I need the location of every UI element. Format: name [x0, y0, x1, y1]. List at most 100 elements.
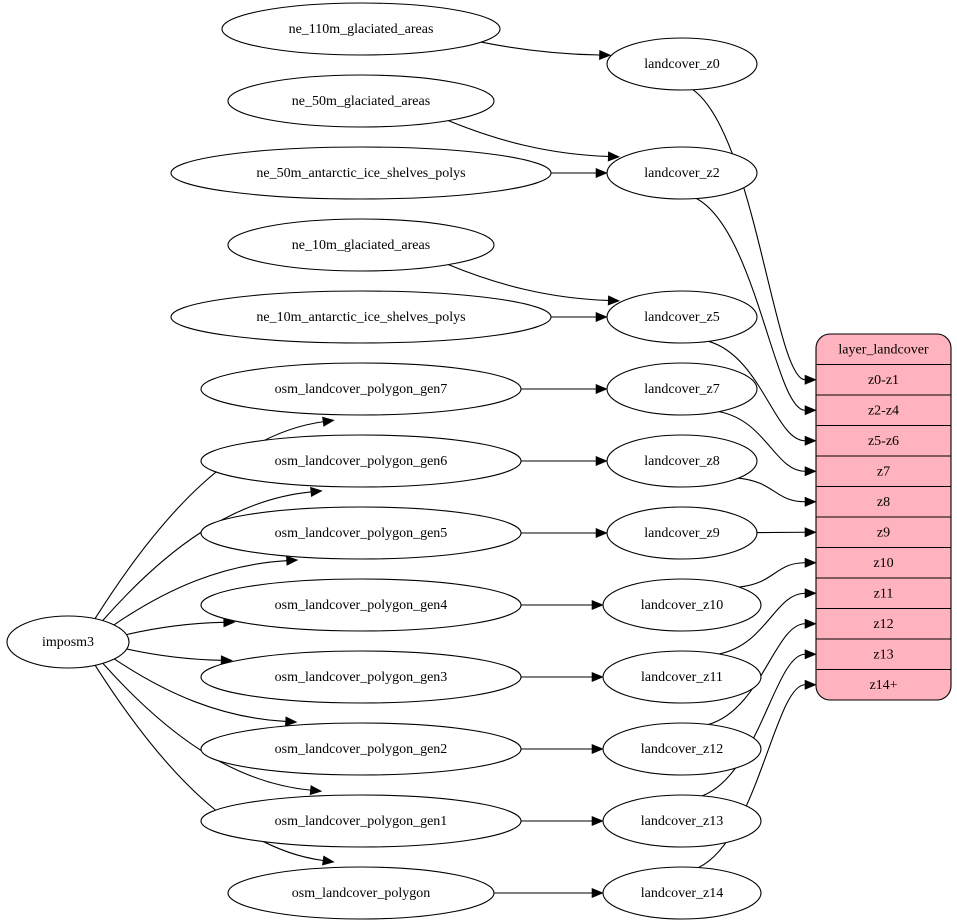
- node-osm_landcover_polygon_gen7[interactable]: osm_landcover_polygon_gen7: [200, 362, 522, 416]
- node-osm_landcover_polygon_gen2[interactable]: osm_landcover_polygon_gen2: [200, 722, 522, 776]
- edge-arrowhead: [595, 455, 608, 467]
- node-ne_50m_antarctic_ice_shelves_polys[interactable]: ne_50m_antarctic_ice_shelves_polys: [170, 146, 552, 200]
- edge-arrowhead: [804, 618, 817, 629]
- node-landcover_z9[interactable]: landcover_z9: [606, 506, 758, 560]
- edge-osm_landcover_polygon_gen4-to-landcover_z10: [521, 599, 604, 611]
- node-label: landcover_z12: [641, 742, 723, 757]
- node-landcover_z13[interactable]: landcover_z13: [602, 794, 762, 848]
- node-osm_landcover_polygon_gen5[interactable]: osm_landcover_polygon_gen5: [200, 506, 522, 560]
- edge-imposm3-to-osm_landcover_polygon_gen1: [102, 662, 323, 796]
- node-imposm3[interactable]: imposm3: [6, 615, 130, 669]
- node-layer: imposm3 ne_110m_glaciated_areas ne_50m_gla…: [6, 2, 762, 920]
- node-osm_landcover_polygon_gen6[interactable]: osm_landcover_polygon_gen6: [200, 434, 522, 488]
- node-label: landcover_z10: [641, 598, 723, 613]
- edge-landcover_z10-to-layer_landcover-z10: [738, 557, 817, 588]
- node-label: landcover_z0: [644, 57, 719, 72]
- node-landcover_z14[interactable]: landcover_z14: [602, 866, 762, 920]
- edge-line: [718, 592, 806, 655]
- node-label: landcover_z7: [644, 382, 719, 397]
- edge-arrowhead: [591, 815, 604, 827]
- node-landcover_z2[interactable]: landcover_z2: [606, 146, 758, 200]
- record-row-label: z13: [873, 647, 893, 662]
- node-landcover_z5[interactable]: landcover_z5: [606, 290, 758, 344]
- edge-line: [738, 562, 806, 588]
- edge-landcover_z12-to-layer_landcover-z12: [708, 618, 817, 726]
- edge-arrowhead: [804, 496, 817, 507]
- node-label: ne_10m_glaciated_areas: [292, 238, 430, 253]
- record-node-layer_landcover[interactable]: layer_landcoverz0-z1z2-z4z5-z6z7z8z9z10z…: [815, 333, 952, 701]
- edge-arrowhead: [286, 555, 299, 566]
- edge-line: [126, 621, 224, 636]
- edge-landcover_z7-to-layer_landcover-z7: [718, 411, 817, 477]
- record-row-label: z2-z4: [868, 403, 899, 418]
- edge-landcover_z9-to-layer_landcover-z9: [756, 527, 817, 538]
- node-landcover_z12[interactable]: landcover_z12: [602, 722, 762, 776]
- edge-arrowhead: [322, 855, 335, 866]
- node-label: landcover_z11: [641, 670, 723, 685]
- edge-landcover_z11-to-layer_landcover-z11: [718, 588, 817, 655]
- node-osm_landcover_polygon[interactable]: osm_landcover_polygon: [227, 866, 495, 920]
- record-row-label: z14+: [869, 678, 897, 693]
- node-label: ne_110m_glaciated_areas: [289, 22, 434, 37]
- edge-arrowhead: [595, 527, 608, 539]
- edge-arrowhead: [804, 405, 817, 416]
- edge-arrowhead: [804, 679, 817, 690]
- node-ne_10m_antarctic_ice_shelves_polys[interactable]: ne_10m_antarctic_ice_shelves_polys: [170, 290, 552, 344]
- record-row-label: z8: [877, 495, 890, 510]
- record-header-label: layer_landcover: [838, 342, 929, 357]
- edge-imposm3-to-osm_landcover_polygon_gen5: [113, 555, 299, 626]
- node-osm_landcover_polygon_gen4[interactable]: osm_landcover_polygon_gen4: [200, 578, 522, 632]
- edge-arrowhead: [599, 49, 612, 61]
- edge-line: [696, 198, 806, 411]
- node-label: landcover_z5: [644, 310, 719, 325]
- edge-imposm3-to-osm_landcover_polygon_gen2: [114, 658, 298, 727]
- edge-arrowhead: [804, 649, 817, 660]
- node-label: landcover_z13: [641, 814, 723, 829]
- edge-arrowhead: [591, 887, 604, 899]
- edge-arrowhead: [285, 716, 298, 727]
- node-osm_landcover_polygon_gen3[interactable]: osm_landcover_polygon_gen3: [200, 650, 522, 704]
- node-landcover_z7[interactable]: landcover_z7: [606, 362, 758, 416]
- edge-line: [102, 662, 311, 791]
- edge-osm_landcover_polygon_gen6-to-landcover_z8: [521, 455, 608, 467]
- edge-ne_10m_glaciated_areas-to-landcover_z5: [448, 264, 621, 306]
- node-label: ne_10m_antarctic_ice_shelves_polys: [256, 310, 465, 325]
- edge-line: [480, 41, 600, 56]
- edge-osm_landcover_polygon_gen7-to-landcover_z7: [521, 383, 608, 395]
- node-ne_50m_glaciated_areas[interactable]: ne_50m_glaciated_areas: [227, 74, 495, 128]
- record-row-label: z7: [877, 464, 890, 479]
- edge-osm_landcover_polygon-to-landcover_z14: [493, 887, 604, 899]
- edge-line: [702, 653, 806, 797]
- node-landcover_z11[interactable]: landcover_z11: [602, 650, 762, 704]
- edge-line: [94, 421, 324, 619]
- edge-ne_50m_antarctic_ice_shelves_polys-to-landcover_z2: [551, 167, 608, 179]
- edge-osm_landcover_polygon_gen3-to-landcover_z11: [521, 671, 604, 683]
- edge-landcover_z13-to-layer_landcover-z13: [702, 649, 817, 797]
- node-ne_110m_glaciated_areas[interactable]: ne_110m_glaciated_areas: [221, 2, 501, 56]
- record-layer: layer_landcoverz0-z1z2-z4z5-z6z7z8z9z10z…: [815, 333, 952, 701]
- edge-arrowhead: [804, 588, 817, 599]
- edge-arrowhead: [804, 374, 817, 385]
- edge-line: [448, 264, 609, 302]
- node-ne_10m_glaciated_areas[interactable]: ne_10m_glaciated_areas: [227, 218, 495, 272]
- edge-arrowhead: [310, 486, 323, 497]
- node-label: landcover_z8: [644, 454, 719, 469]
- edge-osm_landcover_polygon_gen5-to-landcover_z9: [521, 527, 608, 539]
- node-label: osm_landcover_polygon_gen5: [275, 526, 448, 541]
- node-label: landcover_z2: [644, 166, 719, 181]
- edge-ne_110m_glaciated_areas-to-landcover_z0: [480, 41, 612, 61]
- node-landcover_z0[interactable]: landcover_z0: [606, 37, 758, 91]
- edge-line: [94, 664, 324, 862]
- edge-line: [126, 648, 222, 661]
- edge-ne_50m_glaciated_areas-to-landcover_z2: [448, 120, 621, 162]
- node-label: landcover_z14: [641, 886, 723, 901]
- edge-arrowhead: [595, 167, 608, 179]
- record-row-label: z12: [873, 617, 893, 632]
- edge-arrowhead: [309, 785, 323, 796]
- node-label: osm_landcover_polygon: [292, 886, 430, 901]
- node-osm_landcover_polygon_gen1[interactable]: osm_landcover_polygon_gen1: [200, 794, 522, 848]
- node-landcover_z8[interactable]: landcover_z8: [606, 434, 758, 488]
- node-landcover_z10[interactable]: landcover_z10: [602, 578, 762, 632]
